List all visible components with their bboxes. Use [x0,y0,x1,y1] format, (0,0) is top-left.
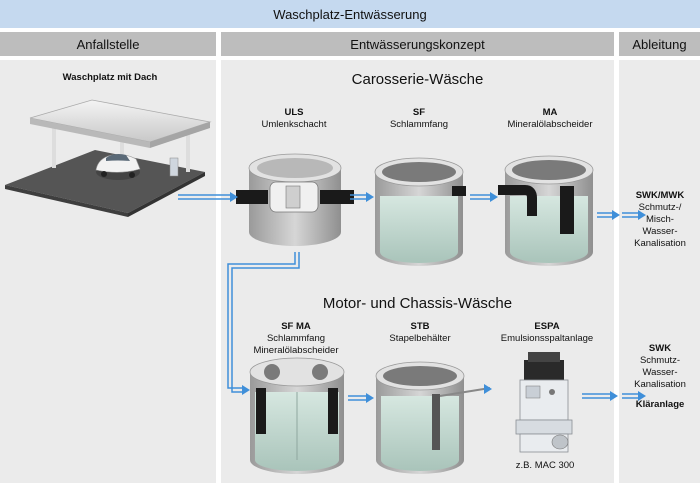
label-sf-ma: SF MA Schlammfang Mineralölabscheider [253,321,339,356]
tank-stb [375,361,491,474]
label-sf: SF Schlammfang [389,107,449,130]
section-title-carosserie: Carosserie-Wäsche [351,71,484,88]
column-header-anfallstelle: Anfallstelle [0,32,216,56]
tank-sf [374,157,466,266]
column-header-entwaesserungskonzept: Entwässerungskonzept [221,32,614,56]
diagram-title: Waschplatz-Entwässerung [0,0,700,28]
label-stb: STB Stapelbehälter [389,321,451,344]
column-body-ableitung [619,60,700,483]
tank-sf-ma [249,357,345,474]
label-espa-caption: z.B. MAC 300 [515,460,575,471]
flow-arrows [178,192,646,403]
column-header-ableitung: Ableitung [619,32,700,56]
tank-ma [498,155,594,266]
section-title-motor: Motor- und Chassis-Wäsche [322,295,513,312]
espa-unit [515,352,573,453]
label-espa: ESPA Emulsionsspaltanlage [500,321,594,344]
outlet-bottom: SWK Schmutz- Wasser- Kanalisation Kläran… [634,343,686,410]
wash-terminal-icon [169,157,179,177]
outlet-top: SWK/MWK Schmutz-/ Misch- Wasser- Kanalis… [634,190,686,249]
car-icon [95,154,141,180]
source-label: Waschplatz mit Dach [62,72,158,83]
label-ma: MA Mineralölabscheider [507,107,593,130]
label-uls: ULS Umlenkschacht [261,107,327,130]
car-wash-shelter-illustration [5,99,212,217]
tank-uls [236,153,354,246]
